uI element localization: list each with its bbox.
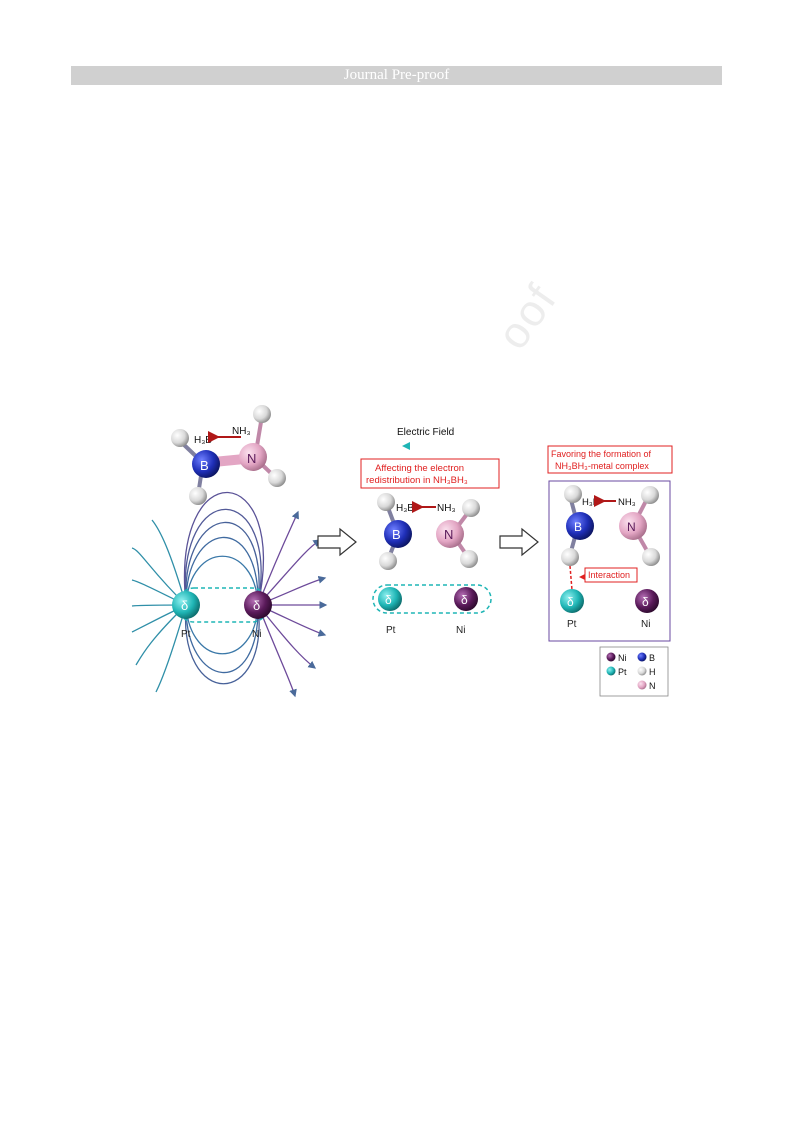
ni-label: Ni — [252, 629, 261, 640]
nitrogen-atom — [619, 512, 647, 540]
pt-label: Pt — [181, 629, 191, 640]
delta-label: δ — [461, 593, 468, 607]
mechanism-figure: B N H₃B NH₃ δ δ Pt Ni — [131, 405, 673, 698]
label-h3b: H₃B — [396, 503, 414, 514]
legend-ni: Ni — [618, 653, 627, 663]
hydrogen-atom — [253, 405, 271, 423]
legend-n: N — [649, 681, 656, 691]
boron-atom — [566, 512, 594, 540]
journal-preproof-banner: Journal Pre-proof — [71, 66, 722, 85]
boron-atom — [192, 450, 220, 478]
legend-b: B — [649, 653, 655, 663]
process-arrow — [317, 527, 357, 557]
label-h3b: H₃B — [194, 435, 212, 446]
delta-label: δ — [181, 598, 188, 613]
delta-label: δ — [567, 595, 574, 609]
atom-label-n: N — [247, 451, 256, 466]
ni-atom — [635, 589, 659, 613]
favor-text-2: NH₃BH₃-metal complex — [555, 461, 649, 471]
hydrogen-atom — [460, 550, 478, 568]
label-nh3: NH₃ — [232, 426, 251, 437]
interaction-box — [584, 567, 638, 583]
atom-legend: Ni B Pt H N — [599, 646, 669, 697]
complex-frame — [548, 480, 671, 642]
panel-2: Electric Field Affecting the electron re… — [360, 427, 500, 636]
atom-label-n: N — [444, 527, 453, 542]
delta-label: δ — [385, 593, 392, 607]
panel-1-molecule: B N H₃B NH₃ — [171, 405, 286, 505]
hydrogen-atom — [561, 548, 579, 566]
delta-label: δ — [253, 598, 260, 613]
label-nh3: NH₃ — [618, 497, 636, 508]
panel-1-metals: δ δ Pt Ni — [172, 587, 272, 640]
watermark-text: oof — [488, 274, 567, 359]
hydrogen-atom — [268, 469, 286, 487]
hydrogen-atom — [462, 499, 480, 517]
label-h3b: H₃B — [582, 497, 599, 508]
pt-label: Pt — [386, 625, 396, 636]
panel-3: Favoring the formation of NH₃BH₃-metal c… — [547, 445, 673, 642]
hydrogen-atom — [379, 552, 397, 570]
favor-box — [547, 445, 673, 474]
interaction-text: Interaction — [588, 570, 630, 580]
atom-label-b: B — [392, 527, 401, 542]
hydrogen-atom — [641, 486, 659, 504]
electric-field-label: Electric Field — [397, 427, 454, 438]
boron-atom — [384, 520, 412, 548]
hydrogen-atom — [642, 548, 660, 566]
ni-atom — [454, 587, 478, 611]
atom-label-n: N — [627, 520, 636, 534]
label-nh3: NH₃ — [437, 503, 456, 514]
hydrogen-atom — [377, 493, 395, 511]
effect-box — [360, 458, 500, 489]
ni-label: Ni — [641, 619, 650, 630]
nitrogen-atom — [436, 520, 464, 548]
pt-atom — [378, 587, 402, 611]
interaction-line — [569, 565, 573, 591]
hydrogen-atom — [564, 485, 582, 503]
pt-label: Pt — [567, 619, 577, 630]
legend-pt: Pt — [618, 667, 627, 677]
effect-text-2: redistribution in NH₃BH₃ — [366, 475, 468, 486]
hydrogen-atom — [189, 487, 207, 505]
atom-label-b: B — [574, 520, 582, 534]
ni-atom — [244, 591, 272, 619]
process-arrow — [499, 527, 539, 557]
nitrogen-atom — [239, 443, 267, 471]
effect-text-1: Affecting the electron — [375, 463, 464, 474]
favor-text-1: Favoring the formation of — [551, 449, 652, 459]
atom-label-b: B — [200, 458, 209, 473]
delta-label: δ — [642, 595, 649, 609]
legend-h: H — [649, 667, 656, 677]
ni-label: Ni — [456, 625, 465, 636]
panel-1-field-lines — [131, 491, 328, 698]
hydrogen-atom — [171, 429, 189, 447]
pt-atom — [172, 591, 200, 619]
pt-atom — [560, 589, 584, 613]
